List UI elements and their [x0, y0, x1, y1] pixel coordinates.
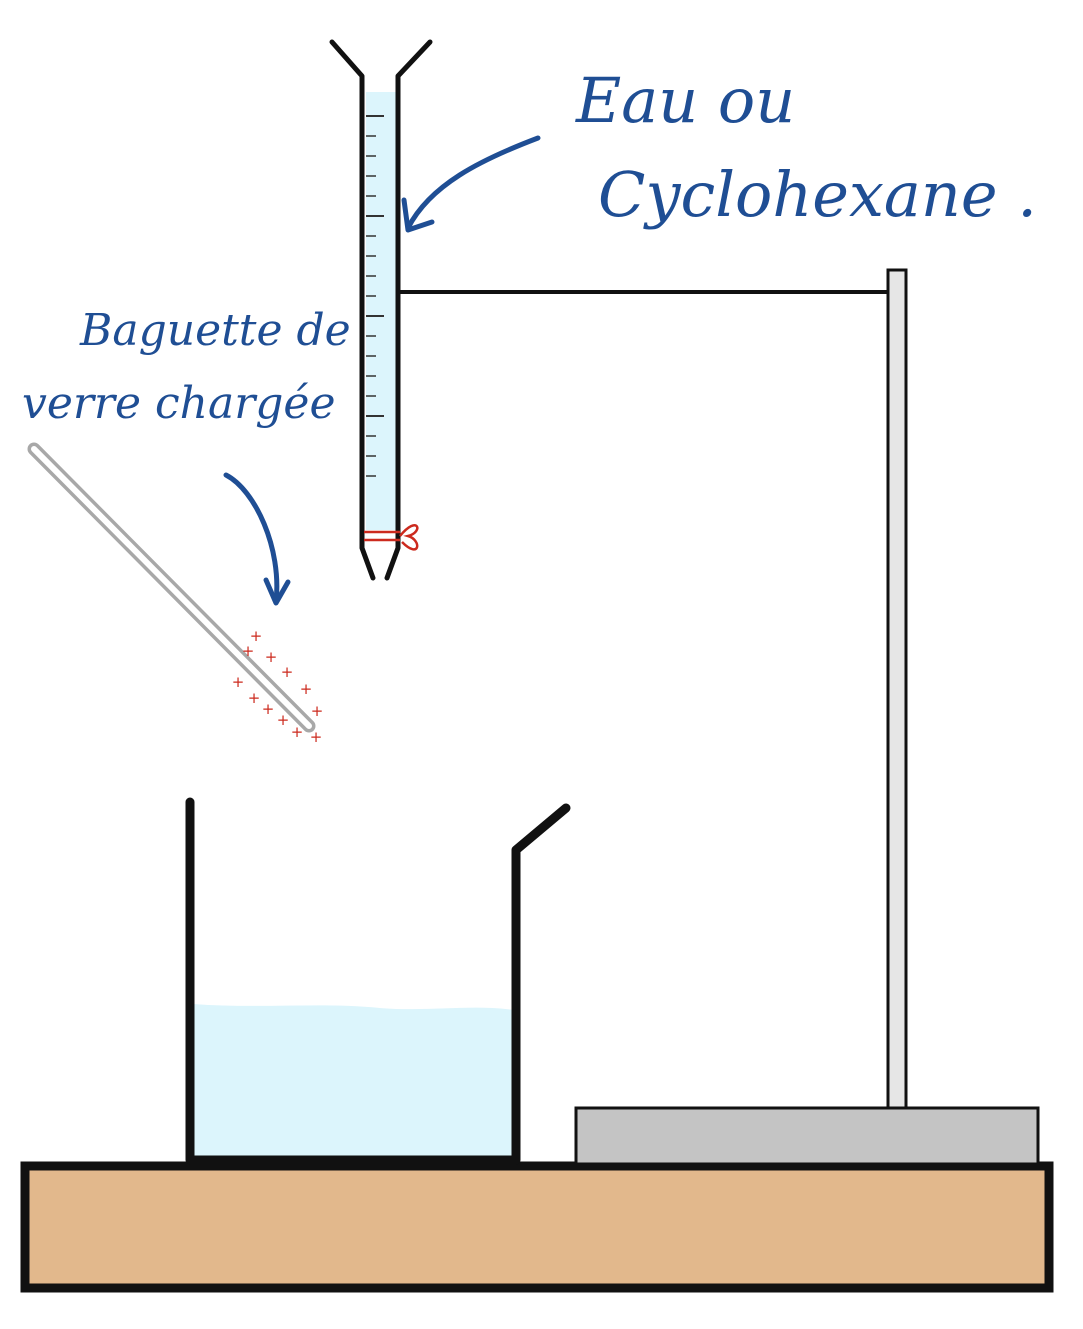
burette-liquid — [366, 92, 398, 530]
burette — [329, 39, 433, 581]
charged-glass-rod — [27, 442, 316, 733]
arrow-to-burette — [401, 135, 541, 233]
rod-label-line2: verre chargée — [22, 378, 335, 429]
charge-plus: + — [265, 648, 278, 666]
beaker-liquid — [193, 1004, 514, 1160]
liquid-label-line2: Cyclohexane . — [598, 158, 1037, 231]
charge-plus: + — [310, 728, 323, 746]
stand-base — [574, 1106, 1040, 1166]
stand-rod — [886, 268, 908, 1110]
charge-plus: + — [291, 723, 304, 741]
arrow-to-rod — [223, 472, 291, 606]
positive-charges: ++++++++++++ — [232, 627, 324, 746]
beaker — [185, 797, 571, 1165]
charge-plus: + — [242, 642, 255, 660]
charge-plus: + — [248, 689, 261, 707]
charge-plus: + — [277, 711, 290, 729]
charge-plus: + — [311, 702, 324, 720]
rod-label-line1: Baguette de — [79, 305, 351, 356]
charge-plus: + — [250, 627, 263, 645]
charge-plus: + — [232, 673, 245, 691]
charge-plus: + — [262, 700, 275, 718]
burette-graduations — [366, 115, 384, 477]
lab-bench — [20, 1161, 1054, 1293]
charge-plus: + — [281, 663, 294, 681]
charge-plus: + — [300, 680, 313, 698]
stopcock — [364, 524, 419, 551]
liquid-label-line1: Eau ou — [575, 64, 795, 137]
